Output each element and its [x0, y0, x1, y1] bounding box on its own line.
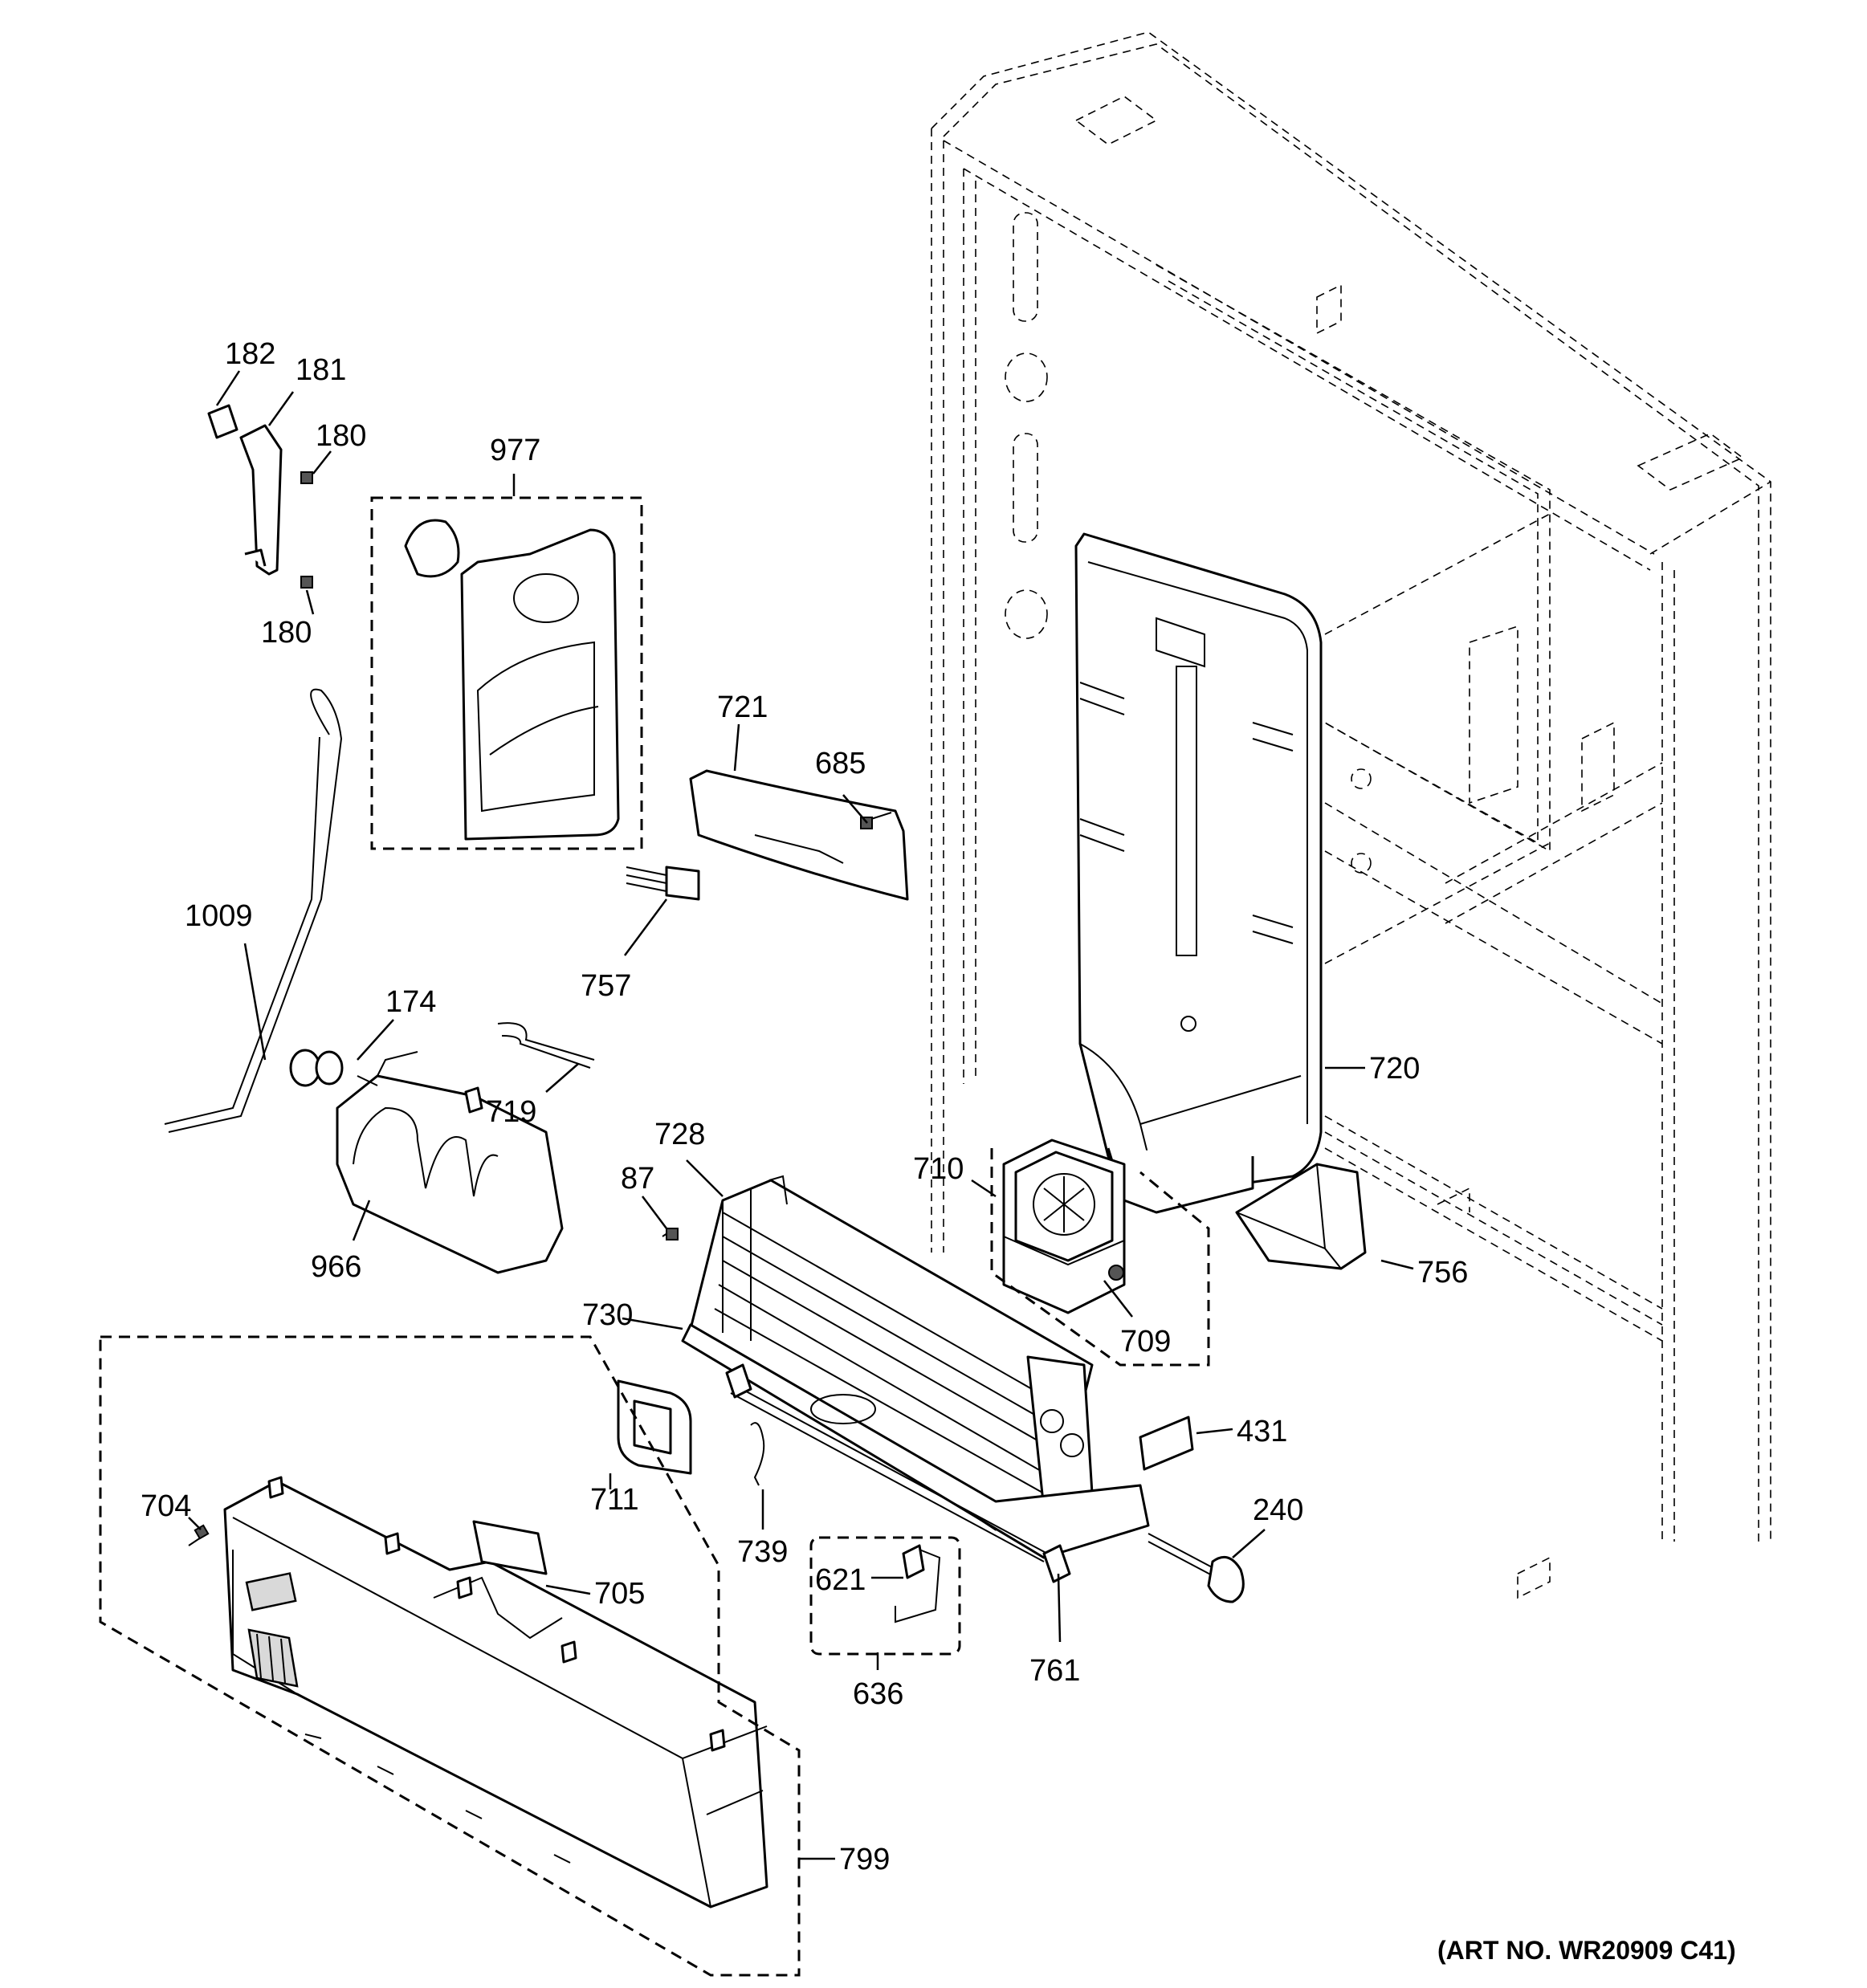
part-label-719: 719	[486, 1095, 536, 1129]
control-box-799	[223, 1476, 768, 1909]
part-label-711: 711	[590, 1483, 639, 1517]
fill-tube-heater-966	[336, 1051, 564, 1274]
screw-704	[188, 1524, 210, 1546]
part-label-757: 757	[581, 969, 631, 1003]
part-label-705: 705	[594, 1577, 645, 1611]
part-label-621: 621	[815, 1563, 866, 1597]
bracket-711	[617, 1379, 692, 1475]
part-label-87: 87	[621, 1162, 654, 1196]
part-label-182: 182	[225, 337, 275, 371]
dispenser-977	[404, 519, 620, 841]
assembly-box-709-710	[990, 1148, 1210, 1367]
screws-180	[300, 471, 313, 589]
evaporator-728	[681, 1175, 1150, 1583]
part-label-431: 431	[1237, 1415, 1287, 1448]
part-label-181: 181	[296, 353, 346, 387]
part-label-240: 240	[1253, 1493, 1303, 1527]
evaporator-cover-720	[1074, 532, 1323, 1214]
fill-tube-1009-inner	[164, 736, 320, 1125]
part-label-728: 728	[654, 1118, 705, 1151]
tube-719	[497, 1022, 595, 1069]
trim-721	[689, 769, 909, 901]
part-label-685: 685	[815, 747, 866, 780]
assembly-box-977	[370, 496, 643, 850]
screw-87	[662, 1228, 679, 1240]
part-label-180-top: 180	[316, 419, 366, 453]
switch-182	[207, 404, 238, 439]
fitting-174	[289, 1049, 378, 1087]
fan-assembly-709-710	[1002, 1139, 1126, 1314]
part-label-739: 739	[737, 1535, 788, 1569]
part-label-710: 710	[913, 1152, 964, 1186]
part-label-636: 636	[853, 1677, 903, 1711]
part-labels: 182 181 180 180 977 721 685 1009 757 174…	[141, 337, 1468, 1876]
leader-lines	[188, 370, 1414, 1860]
label-431	[1139, 1416, 1194, 1471]
label-705	[472, 1520, 548, 1575]
part-label-1009: 1009	[185, 899, 253, 933]
assembly-box-799	[99, 1335, 801, 1977]
harness-757	[626, 866, 700, 901]
art-number: (ART NO. WR20909 C41)	[1437, 1936, 1736, 1965]
part-label-174: 174	[385, 985, 436, 1019]
part-label-799: 799	[839, 1843, 890, 1876]
bracket-181	[239, 424, 283, 576]
part-label-730: 730	[582, 1298, 633, 1332]
assembly-box-636	[809, 1536, 961, 1656]
part-label-704: 704	[141, 1489, 191, 1523]
fill-tube-1009	[168, 688, 343, 1133]
part-label-180-bottom: 180	[261, 616, 312, 650]
thermostat-240	[1148, 1533, 1245, 1603]
duct-756	[1235, 1163, 1367, 1270]
part-label-709: 709	[1120, 1325, 1171, 1359]
wire-739	[750, 1422, 765, 1486]
part-label-721: 721	[717, 691, 768, 724]
part-label-977: 977	[490, 434, 540, 467]
cabinet-phantom-outline	[931, 31, 1771, 1599]
part-label-720: 720	[1369, 1052, 1420, 1086]
clip-621	[895, 1544, 941, 1623]
part-label-761: 761	[1029, 1654, 1080, 1688]
part-label-756: 756	[1417, 1256, 1468, 1289]
part-label-966: 966	[311, 1250, 361, 1284]
